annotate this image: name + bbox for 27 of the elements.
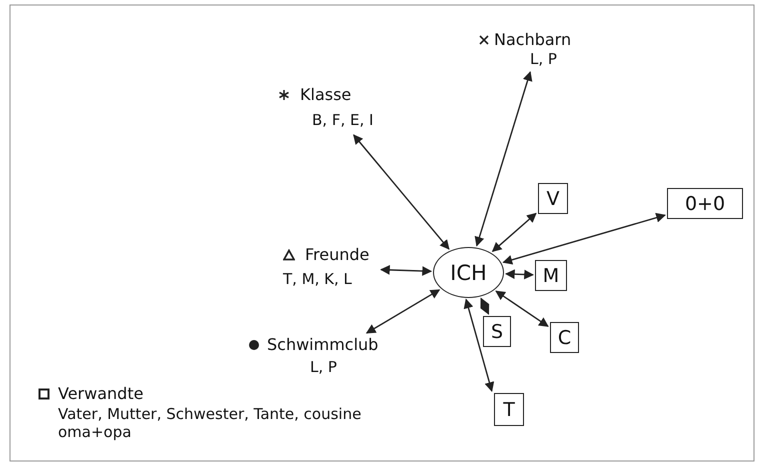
group-heading: Schwimmclub <box>267 335 378 354</box>
letter-box: V <box>538 183 568 214</box>
member-list: B, F, E, I <box>312 111 374 129</box>
center-ellipse: ICH <box>433 247 504 298</box>
double-arrow <box>504 269 534 280</box>
group-heading: Freunde <box>305 245 370 264</box>
group-heading: Nachbarn <box>494 30 572 49</box>
letter-box: C <box>550 322 579 353</box>
letter-box: M <box>535 260 567 291</box>
letter-box: S <box>483 316 511 347</box>
member-list: T, M, K, L <box>283 270 352 288</box>
member-list: Vater, Mutter, Schwester, Tante, cousine oma+opa <box>58 405 433 441</box>
double-arrow <box>492 212 537 252</box>
letter-box: T <box>494 393 524 426</box>
group-heading: Klasse <box>300 85 352 104</box>
double-arrow <box>474 71 532 247</box>
double-arrow <box>380 265 432 276</box>
member-list: L, P <box>310 358 337 376</box>
member-list: L, P <box>530 50 557 68</box>
letter-box: 0+0 <box>667 188 743 219</box>
double-arrow <box>366 289 440 334</box>
group-heading: Verwandte <box>58 384 144 403</box>
double-arrow <box>464 298 494 392</box>
double-arrow <box>502 212 666 265</box>
double-arrow <box>353 134 450 250</box>
double-arrow <box>495 290 549 327</box>
double-arrow <box>480 298 490 315</box>
